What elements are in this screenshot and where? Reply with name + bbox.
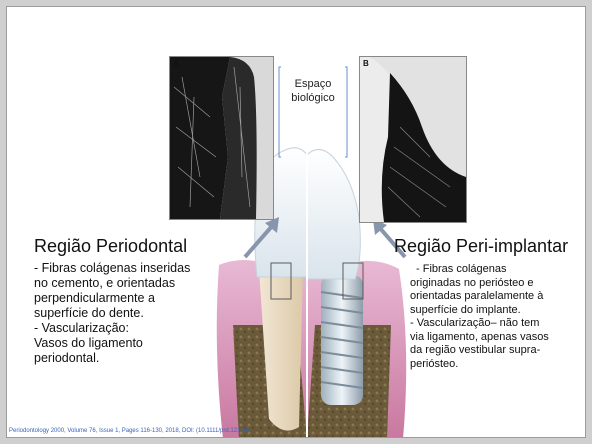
histology-panel-a: A <box>169 56 274 220</box>
histology-panel-b: B <box>359 56 467 223</box>
tooth-implant-illustration <box>7 7 586 438</box>
peri-implant-line: superfície do implante. <box>410 304 582 318</box>
periodontal-line: superfície do dente. <box>34 306 239 321</box>
periodontal-line: - Fibras colágenas inseridas <box>34 261 239 276</box>
histology-b-image <box>360 57 466 222</box>
peri-implant-title: Região Peri-implantar <box>394 236 568 257</box>
biological-space-bracket-right <box>345 67 347 157</box>
periodontal-line: - Vascularização: <box>34 321 239 336</box>
peri-implant-line: periósteo. <box>410 358 582 372</box>
biological-space-bracket <box>279 67 281 157</box>
periodontal-line: Vasos do ligamento <box>34 336 239 351</box>
peri-implant-line: orientadas paralelamente à <box>410 290 582 304</box>
peri-implant-line: da região vestibular supra- <box>410 344 582 358</box>
panel-b-label: B <box>363 59 369 68</box>
peri-implant-line: - Fibras colágenas <box>410 263 582 277</box>
slide: A Espaço biológico B Região Periodontal … <box>6 6 586 438</box>
peri-implant-line: - Vascularização– não tem <box>410 317 582 331</box>
peri-implant-line: originadas no periósteo e <box>410 277 582 291</box>
citation: Periodontology 2000, Volume 76, Issue 1,… <box>9 428 249 434</box>
peri-implant-line: via ligamento, apenas vasos <box>410 331 582 345</box>
periodontal-line: perpendicularmente a <box>34 291 239 306</box>
peri-implant-description: - Fibras colágenas originadas no perióst… <box>410 263 582 371</box>
periodontal-description: - Fibras colágenas inseridas no cemento,… <box>34 261 239 366</box>
implant-crown <box>307 149 360 279</box>
periodontal-line: periodontal. <box>34 351 239 366</box>
panel-a-label: A <box>173 59 179 68</box>
biological-space-line-1: Espaço <box>283 77 343 91</box>
periodontal-title: Região Periodontal <box>34 236 187 257</box>
periodontal-line: no cemento, e orientadas <box>34 276 239 291</box>
biological-space-line-2: biológico <box>283 91 343 105</box>
histology-a-image <box>170 57 273 219</box>
biological-space-label: Espaço biológico <box>283 77 343 105</box>
